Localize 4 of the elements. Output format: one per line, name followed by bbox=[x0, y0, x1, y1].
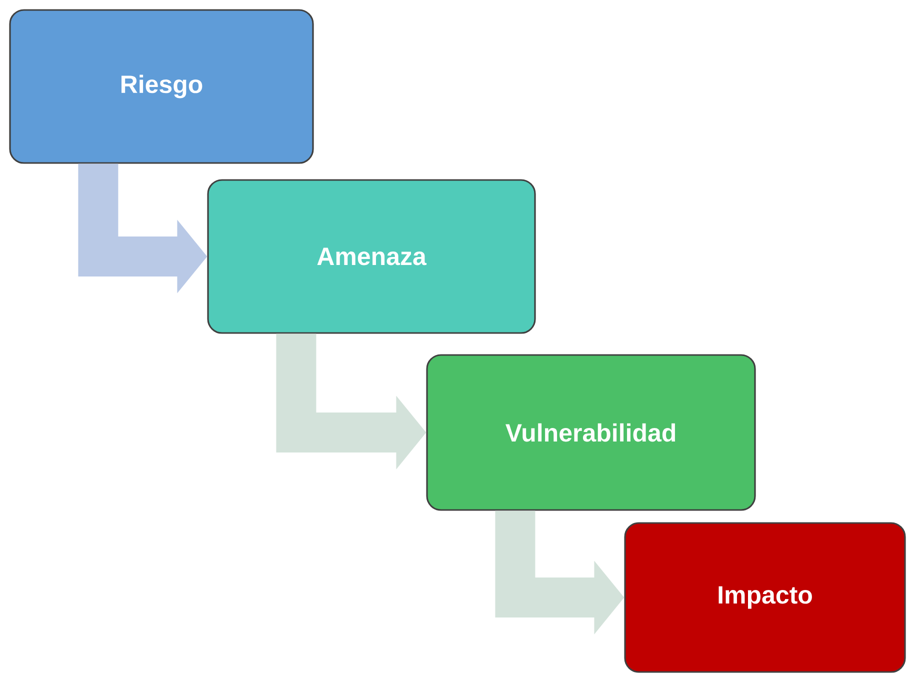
process-box: Riesgo bbox=[9, 9, 314, 164]
process-box: Amenaza bbox=[207, 179, 536, 334]
process-box: Impacto bbox=[624, 522, 906, 673]
process-box: Vulnerabilidad bbox=[426, 354, 756, 511]
